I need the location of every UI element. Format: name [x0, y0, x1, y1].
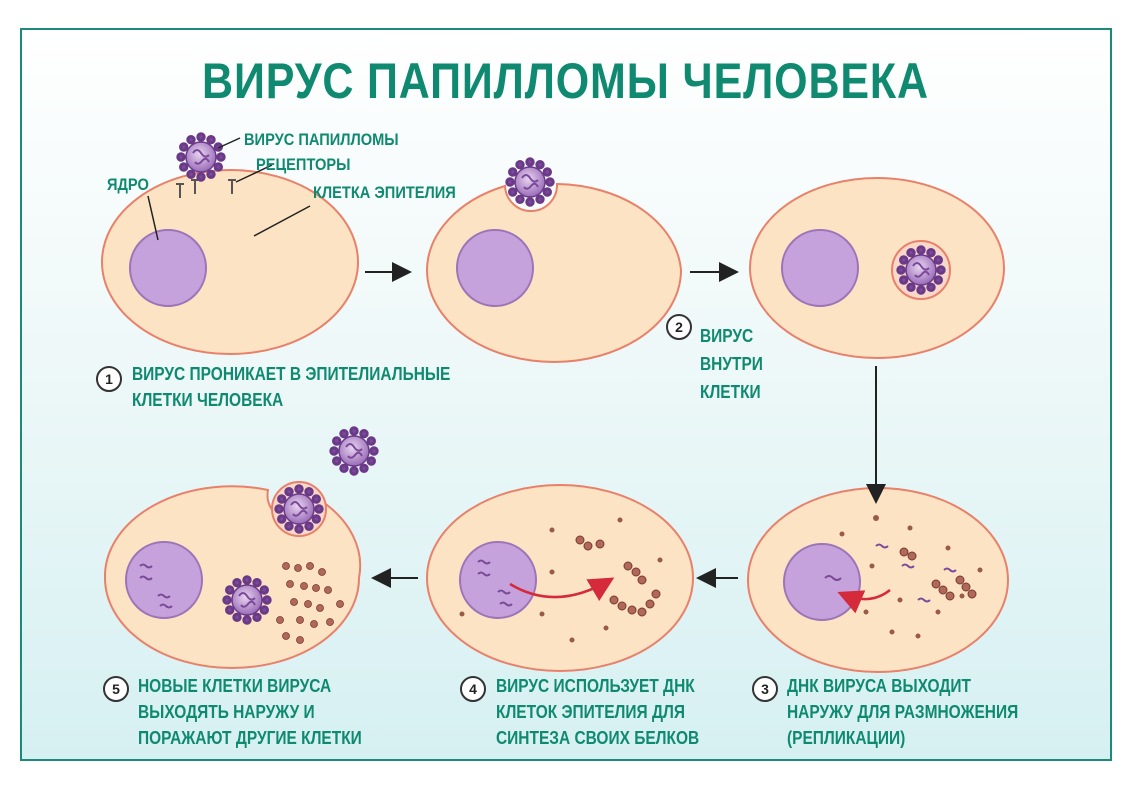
receptor-icons: [176, 179, 236, 198]
flow-arrows: [365, 262, 886, 588]
step-5-number: 5: [103, 676, 129, 702]
step-2-number: 2: [666, 314, 692, 340]
virus-entering-icon: [505, 157, 555, 207]
step-3-number: 3: [752, 676, 778, 702]
step-4-line-1: ВИРУС ИСПОЛЬЗУЕТ ДНК: [496, 676, 695, 696]
step-2-line-3: КЛЕТКИ: [700, 382, 761, 402]
label-virus: ВИРУС ПАПИЛЛОМЫ: [244, 130, 399, 149]
label-epithelial-cell: КЛЕТКА ЭПИТЕЛИЯ: [313, 183, 456, 202]
cell-2: [425, 157, 683, 363]
step-2-line-2: ВНУТРИ: [700, 354, 763, 374]
step-1-line-2: КЛЕТКИ ЧЕЛОВЕКА: [132, 390, 284, 410]
label-pointers: [147, 137, 311, 241]
virus-released-icon: [329, 426, 379, 476]
cell-step4: [426, 484, 694, 672]
protein-synthesis-arrow: [509, 577, 615, 601]
label-receptors: РЕЦЕПТОРЫ: [256, 155, 351, 174]
step-4-line-2: КЛЕТОК ЭПИТЕЛИЯ ДЛЯ: [496, 702, 685, 722]
step-3-line-3: (РЕПЛИКАЦИИ): [787, 728, 906, 748]
step-4-line-3: СИНТЕЗА СВОИХ БЕЛКОВ: [496, 728, 700, 748]
cell-step5: [103, 426, 379, 669]
step-5-line-1: НОВЫЕ КЛЕТКИ ВИРУСА: [138, 676, 332, 696]
step-3-line-2: НАРУЖУ ДЛЯ РАЗМНОЖЕНИЯ: [787, 702, 1019, 722]
cell-3: [749, 177, 1005, 359]
nucleus-1: [129, 229, 207, 307]
page-title: ВИРУС ПАПИЛЛОМЫ ЧЕЛОВЕКА: [202, 53, 929, 109]
cell-step3: [747, 487, 1009, 673]
step-3-line-1: ДНК ВИРУСА ВЫХОДИТ: [787, 676, 971, 696]
step-5-line-2: ВЫХОДЯТЬ НАРУЖУ И: [138, 702, 315, 722]
step-2-line-1: ВИРУС: [700, 326, 754, 346]
step-5-line-3: ПОРАЖАЮТ ДРУГИЕ КЛЕТКИ: [138, 728, 362, 748]
dna-exit-arrow: [837, 589, 891, 614]
cell-1: [101, 132, 359, 355]
step-1-line-1: ВИРУС ПРОНИКАЕТ В ЭПИТЕЛИАЛЬНЫЕ: [132, 364, 451, 384]
step-1-number: 1: [96, 366, 122, 392]
step-4-number: 4: [460, 676, 486, 702]
label-nucleus: ЯДРО: [107, 175, 149, 194]
